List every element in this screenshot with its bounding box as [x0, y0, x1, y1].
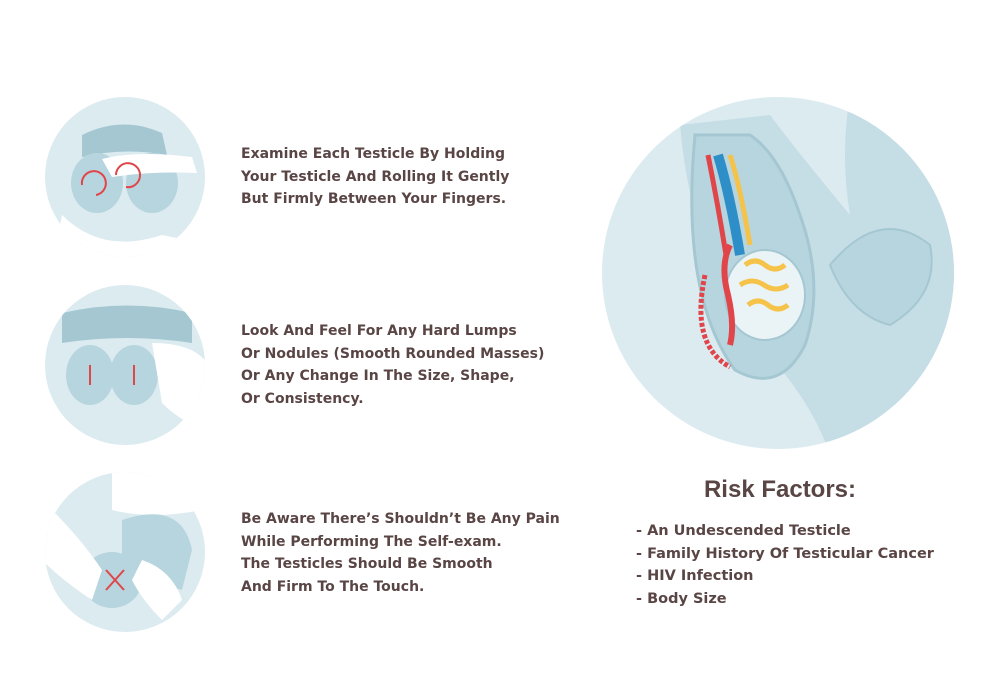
step-3-text: Be Aware There’s Shouldn’t Be Any Pain W… — [241, 511, 560, 595]
rolling-exam-illustration-icon — [45, 97, 205, 257]
step-2-text: Look And Feel For Any Hard Lumps Or Nodu… — [241, 323, 545, 407]
testicle-anatomy-cross-section-icon — [602, 97, 954, 449]
risk-factor-item: - Body Size — [636, 590, 727, 607]
risk-factor-item: - HIV Infection — [636, 568, 754, 584]
risk-factors-list: - An Undescended Testicle - Family Histo… — [636, 520, 934, 610]
risk-factors-title: Risk Factors: — [703, 476, 857, 503]
firmness-check-illustration-icon — [45, 472, 205, 632]
risk-factor-item: - Family History Of Testicular Cancer — [636, 545, 934, 562]
lump-check-illustration-icon — [45, 285, 205, 445]
step-1-text: Examine Each Testicle By Holding Your Te… — [241, 146, 510, 207]
risk-factor-item: - An Undescended Testicle — [636, 523, 851, 539]
